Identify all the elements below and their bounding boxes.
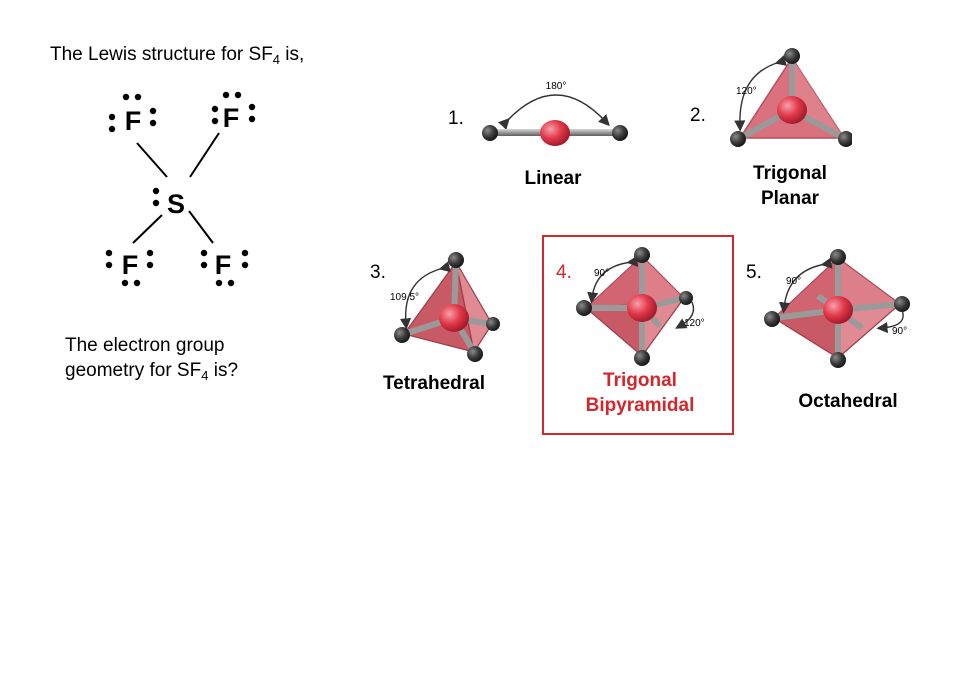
option-5-label: Octahedral — [798, 391, 898, 412]
option-2-number[interactable]: 2. — [690, 105, 706, 126]
option-4-label-line-2: Bipyramidal — [585, 395, 695, 416]
option-4-label-line-1: Trigonal — [603, 370, 677, 391]
sulfur-atom: S — [167, 189, 185, 219]
fluorine-top-right: F — [223, 103, 240, 133]
selected-answer-box[interactable] — [542, 235, 734, 435]
tbp-axial-angle-label: 90° — [594, 268, 609, 279]
octahedral-model[interactable]: 90° 90° — [762, 248, 922, 368]
lone-pair-sulfur — [152, 187, 160, 207]
bond-top-right — [189, 132, 220, 178]
option-2-label-line-2: Planar — [760, 188, 820, 209]
lone-pairs-f-top-left — [108, 93, 157, 133]
trigonal-bipyramidal-model[interactable]: 90° 120° — [572, 246, 722, 366]
intro-suffix: is, — [280, 44, 305, 65]
lone-pairs-f-bottom-left — [105, 249, 154, 287]
question-line-1: The electron group — [65, 335, 225, 356]
octahedral-angle-label-1: 90° — [786, 276, 801, 287]
bond-top-left — [136, 142, 168, 178]
lewis-structure: F F S F F — [105, 91, 256, 287]
option-2-label-line-1: Trigonal — [753, 163, 827, 184]
option-1-number[interactable]: 1. — [448, 108, 464, 129]
option-1-label: Linear — [524, 168, 582, 189]
intro-prefix: The Lewis structure for SF — [50, 44, 273, 65]
intro-text: The Lewis structure for SF4 is, — [50, 44, 304, 67]
question-line-2: geometry for SF4 is? — [65, 358, 238, 388]
intro-subscript: 4 — [272, 52, 281, 67]
linear-geometry-model[interactable]: 180° — [478, 76, 638, 156]
fluorine-bottom-left: F — [122, 250, 139, 280]
question-subscript: 4 — [201, 368, 209, 383]
option-2-label: Trigonal Planar — [735, 161, 845, 211]
lone-pairs-f-bottom-right — [200, 249, 249, 287]
bond-bottom-left — [132, 214, 163, 244]
question-line-2-suffix: is? — [208, 360, 239, 381]
question-text: The electron group geometry for SF4 is? — [65, 333, 238, 388]
option-5-number[interactable]: 5. — [746, 262, 762, 283]
trigonal-planar-model[interactable]: 120° — [722, 44, 852, 159]
option-3-label: Tetrahedral — [382, 373, 486, 394]
trigonal-planar-angle-label: 120° — [736, 86, 757, 97]
tetrahedral-model[interactable]: 109.5° — [382, 248, 507, 368]
option-4-label: Trigonal Bipyramidal — [570, 368, 710, 418]
fluorine-top-left: F — [125, 106, 142, 136]
question-line-2-prefix: geometry for SF — [65, 360, 202, 381]
tbp-equatorial-angle-label: 120° — [684, 318, 705, 329]
fluorine-bottom-right: F — [215, 250, 232, 280]
lone-pairs-f-top-right — [211, 91, 256, 125]
bond-bottom-right — [188, 210, 214, 244]
octahedral-angle-label-2: 90° — [892, 326, 907, 337]
linear-angle-label: 180° — [546, 81, 567, 92]
option-4-number[interactable]: 4. — [556, 262, 572, 283]
tetrahedral-angle-label: 109.5° — [390, 292, 419, 303]
option-3-number[interactable]: 3. — [370, 262, 386, 283]
